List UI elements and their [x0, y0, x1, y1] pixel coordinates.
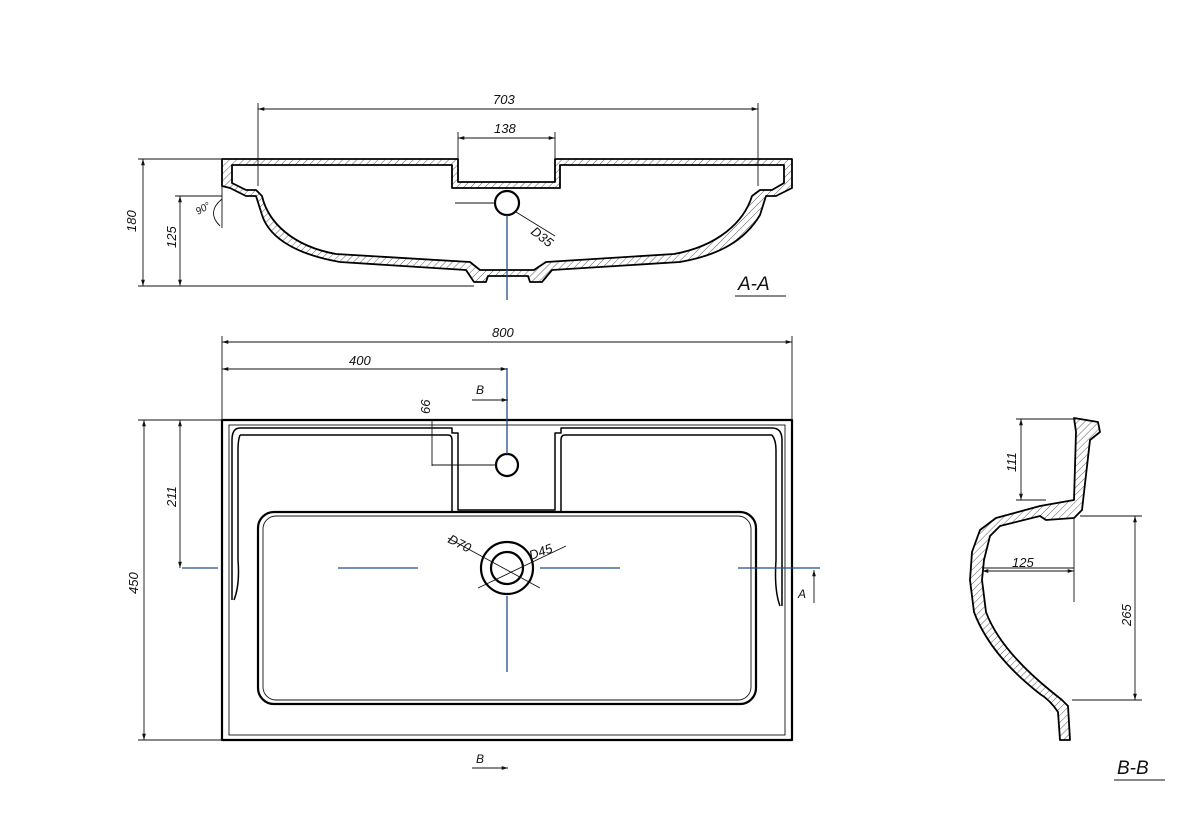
dim-plan-width: 800 — [492, 325, 514, 340]
plan-view: 66 D70 D45 800 400 450 211 B B A — [126, 325, 820, 770]
drain-inner — [489, 550, 525, 586]
dim-aa-height: 180 — [124, 210, 139, 232]
tap-hole — [494, 452, 520, 478]
dim-plan-drain-outer: D70 — [446, 531, 475, 556]
section-mark-a: A — [797, 587, 806, 601]
section-mark-b-top: B — [476, 383, 484, 397]
dim-aa-angle: 90° — [194, 201, 213, 218]
label-section-aa: A-A — [737, 274, 770, 295]
bowl-outline — [256, 510, 758, 706]
drain-outer — [479, 540, 535, 596]
overflow-hole — [493, 189, 521, 217]
section-aa-view: D35 703 138 180 125 90° A-A — [124, 92, 793, 300]
dim-aa-width: 703 — [493, 92, 515, 107]
dim-bb-offset: 125 — [1012, 555, 1034, 570]
dim-plan-tap-depth: 211 — [164, 486, 179, 508]
dim-bb-height-top: 111 — [1004, 452, 1019, 472]
section-bb-profile — [969, 417, 1101, 741]
section-mark-b-bottom: B — [476, 752, 484, 766]
label-section-bb: B-B — [1117, 758, 1149, 779]
section-aa-profile — [221, 158, 793, 283]
section-bb-view: 111 125 265 B-B — [969, 417, 1165, 781]
dim-plan-drain-inner: D45 — [527, 540, 555, 563]
dim-plan-tap-offset: 66 — [418, 399, 433, 414]
dim-aa-drain: D35 — [528, 224, 557, 251]
dim-aa-bowl: 125 — [164, 226, 179, 248]
dim-plan-half: 400 — [349, 353, 371, 368]
dim-plan-depth: 450 — [126, 572, 141, 594]
plan-outline — [220, 418, 794, 742]
dim-aa-tap: 138 — [494, 121, 516, 136]
dim-bb-bowl-depth: 265 — [1119, 604, 1134, 627]
